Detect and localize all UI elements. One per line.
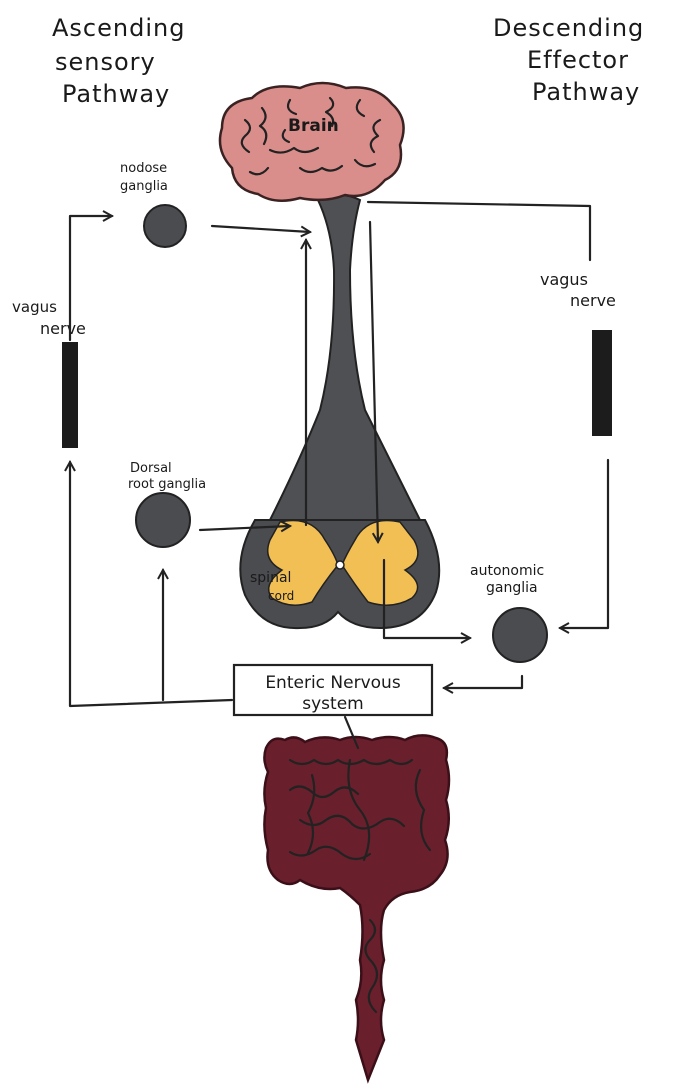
spinal-label-line-2: cord xyxy=(268,589,294,603)
dorsal-label-line-2: root ganglia xyxy=(128,477,206,492)
ascending-heading-line-3: Pathway xyxy=(62,80,170,108)
dorsal-root-ganglia: Dorsal root ganglia xyxy=(128,461,206,547)
brain-label: Brain xyxy=(288,116,339,136)
ascending-heading-line-2: sensory xyxy=(55,48,156,76)
dorsal-root-ganglion-circle xyxy=(136,493,190,547)
vagus-right-band xyxy=(592,330,612,436)
dorsal-label-line-1: Dorsal xyxy=(130,461,172,476)
vagus-nerve-right: vagus nerve xyxy=(540,270,616,436)
nodose-ganglion-circle xyxy=(144,205,186,247)
nodose-to-brain-arrow xyxy=(212,226,310,232)
vagus-left-band xyxy=(62,342,78,448)
autonomic-label-line-2: ganglia xyxy=(486,580,538,596)
autonomic-label-line-1: autonomic xyxy=(470,563,544,579)
autonomic-ganglia: autonomic ganglia xyxy=(470,563,547,662)
ens-label-line-1: Enteric Nervous xyxy=(265,673,401,693)
vagus-nerve-left: vagus nerve xyxy=(12,298,86,448)
spinal-label-line-1: spinal xyxy=(250,570,291,586)
ens-label-line-2: system xyxy=(302,694,363,714)
brain-shape xyxy=(220,83,404,201)
nodose-ganglia: nodose ganglia xyxy=(120,161,186,247)
brain-to-right-vagus-line xyxy=(368,202,590,260)
descending-pathway-heading: Descending Effector Pathway xyxy=(493,14,644,106)
vagus-left-label-line-1: vagus xyxy=(12,298,57,316)
brain: Brain xyxy=(220,83,404,201)
central-canal xyxy=(336,561,344,569)
descending-heading-line-1: Descending xyxy=(493,14,644,42)
intestine-shape xyxy=(264,735,449,1080)
ascending-heading-line-1: Ascending xyxy=(52,14,185,42)
autonomic-ganglion-circle xyxy=(493,608,547,662)
descending-heading-line-2: Effector xyxy=(527,46,629,74)
vagus-left-label-line-2: nerve xyxy=(40,319,86,338)
brainstem-shape xyxy=(270,195,420,520)
intestine xyxy=(264,735,449,1080)
ascending-pathway-heading: Ascending sensory Pathway xyxy=(52,14,185,108)
autonomic-to-ens-arrow xyxy=(444,676,522,688)
nodose-label-line-1: nodose xyxy=(120,161,167,176)
vagus-to-autonomic-arrow xyxy=(560,460,608,628)
nodose-label-line-2: ganglia xyxy=(120,179,168,194)
vagus-right-label-line-2: nerve xyxy=(570,291,616,310)
vagus-right-label-line-1: vagus xyxy=(540,270,588,289)
descending-heading-line-3: Pathway xyxy=(532,78,640,106)
enteric-nervous-system: Enteric Nervous system xyxy=(234,665,432,715)
spinal-cord-section: spinal cord xyxy=(240,520,439,628)
